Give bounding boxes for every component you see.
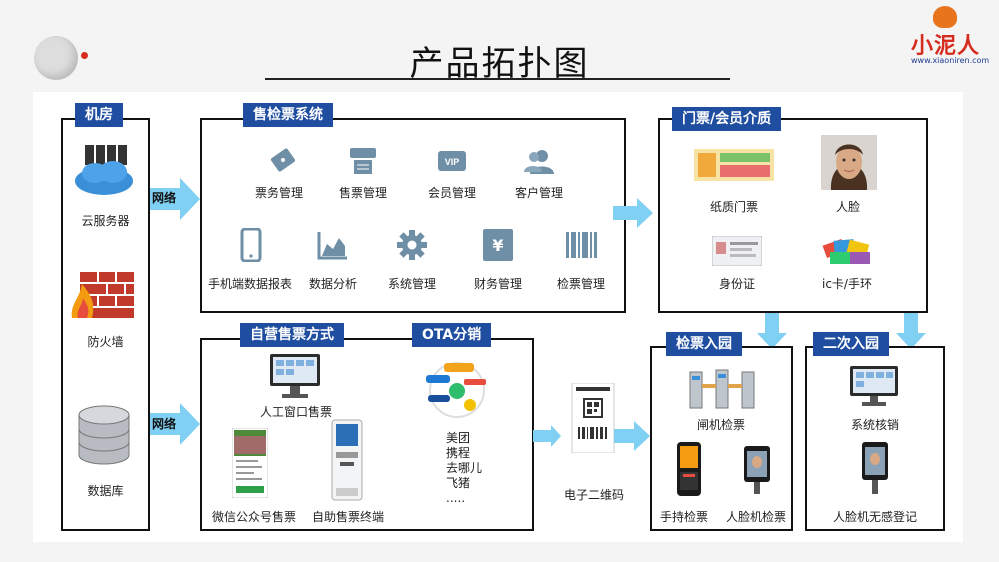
ota-channel-list: 美团 携程 去哪儿 飞猪 ..... xyxy=(446,431,482,506)
svg-text:VIP: VIP xyxy=(445,157,460,167)
decorative-dot xyxy=(81,52,88,59)
ticketing-item-label: 售票管理 xyxy=(338,186,387,200)
ticketing-item-label: 检票管理 xyxy=(556,277,605,291)
server-room-item-label: 数据库 xyxy=(87,484,124,498)
network-label-top: 网络 xyxy=(152,191,177,205)
ticketing-item-label: 系统管理 xyxy=(387,277,436,291)
barcode-icon xyxy=(566,232,597,258)
ota-header: OTA分销 xyxy=(412,323,492,347)
sales-item-label: 人工窗口售票 xyxy=(259,405,332,419)
arrow-down-left xyxy=(757,313,787,349)
ota-channel-item: 携程 xyxy=(446,446,471,460)
face-photo-icon xyxy=(821,135,877,190)
title-underline xyxy=(265,78,730,80)
ticket-media-item-label: 人脸 xyxy=(835,200,860,214)
ticketing-item-label: 手机端数据报表 xyxy=(207,277,292,291)
face-registration-terminal-icon xyxy=(862,442,888,494)
svg-text:¥: ¥ xyxy=(492,236,503,255)
ic-card-icon xyxy=(822,238,870,264)
logo-mascot-icon xyxy=(933,6,957,28)
ticket-media-item-label: 身份证 xyxy=(718,277,755,291)
turnstile-gate-icon xyxy=(689,369,755,409)
ticket-sales-icon xyxy=(350,148,376,174)
face-recognition-terminal-icon xyxy=(744,446,770,494)
mobile-report-icon xyxy=(240,228,262,262)
data-analysis-icon xyxy=(317,232,347,260)
ticket-media-item-label: 纸质门票 xyxy=(709,200,758,214)
finance-icon: ¥ xyxy=(483,229,513,261)
arrow-to-media xyxy=(613,198,653,228)
self-sales-header: 自营售票方式 xyxy=(240,323,344,347)
sales-item-label: 微信公众号售票 xyxy=(211,510,296,524)
system-verification-icon xyxy=(850,366,898,406)
ota-channel-item: ..... xyxy=(446,491,466,505)
logo: 小泥人 www.xiaoniren.com xyxy=(905,6,995,66)
database-icon xyxy=(78,405,130,465)
gear-icon xyxy=(397,230,427,260)
entry-check-item-label: 人脸机检票 xyxy=(725,510,786,524)
ticketing-item-label: 会员管理 xyxy=(427,186,476,200)
ticketing-item-label: 票务管理 xyxy=(254,186,303,200)
arrow-to-entry xyxy=(614,421,650,451)
qr-code-ticket-icon xyxy=(571,383,615,453)
ticket-icon xyxy=(271,148,295,172)
page-title: 产品拓扑图 xyxy=(409,44,590,84)
arrow-to-qr xyxy=(533,425,561,447)
ota-platforms-icon xyxy=(426,362,486,418)
firewall-icon xyxy=(71,272,134,318)
id-card-icon xyxy=(712,236,762,266)
decorative-circle xyxy=(34,36,78,80)
wechat-phone-icon xyxy=(232,428,268,498)
re-entry-header: 二次入园 xyxy=(813,332,889,356)
ota-channel-item: 去哪儿 xyxy=(446,461,483,475)
ticketing-item-label: 客户管理 xyxy=(514,186,563,200)
paper-ticket-icon xyxy=(694,149,774,181)
ticket-media-item-label: ic卡/手环 xyxy=(822,277,872,291)
ota-channel-item: 飞猪 xyxy=(446,476,471,490)
handheld-scanner-icon xyxy=(677,442,701,496)
customer-icon xyxy=(524,150,554,174)
re-entry-item-label: 人脸机无感登记 xyxy=(832,510,917,524)
logo-text: 小泥人 xyxy=(911,34,981,59)
network-label-bottom: 网络 xyxy=(152,417,177,431)
re-entry-item-label: 系统核销 xyxy=(850,418,899,432)
qr-code-label: 电子二维码 xyxy=(563,488,624,502)
server-room-item-label: 防火墙 xyxy=(87,335,124,349)
entry-check-item-label: 手持检票 xyxy=(659,510,708,524)
ticketing-item-label: 财务管理 xyxy=(473,277,522,291)
cloud-server-icon xyxy=(75,145,133,195)
vip-icon: VIP xyxy=(438,151,466,171)
entry-check-header: 检票入园 xyxy=(666,332,742,356)
pos-terminal-icon xyxy=(270,354,320,398)
logo-url: www.xiaoniren.com xyxy=(911,56,990,65)
server-room-header: 机房 xyxy=(75,103,123,127)
sales-item-label: 自助售票终端 xyxy=(311,510,384,524)
entry-check-item-label: 闸机检票 xyxy=(696,418,745,432)
network-arrow-top xyxy=(150,178,200,220)
ticketing-system-header: 售检票系统 xyxy=(243,103,333,127)
arrow-down-right xyxy=(896,313,926,349)
ticket-media-header: 门票/会员介质 xyxy=(672,107,782,131)
self-service-kiosk-icon xyxy=(331,419,363,501)
ota-channel-item: 美团 xyxy=(446,431,471,445)
ticketing-system-box xyxy=(200,118,626,313)
server-room-item-label: 云服务器 xyxy=(81,214,130,228)
network-arrow-bottom xyxy=(150,403,200,445)
ticketing-item-label: 数据分析 xyxy=(308,277,357,291)
